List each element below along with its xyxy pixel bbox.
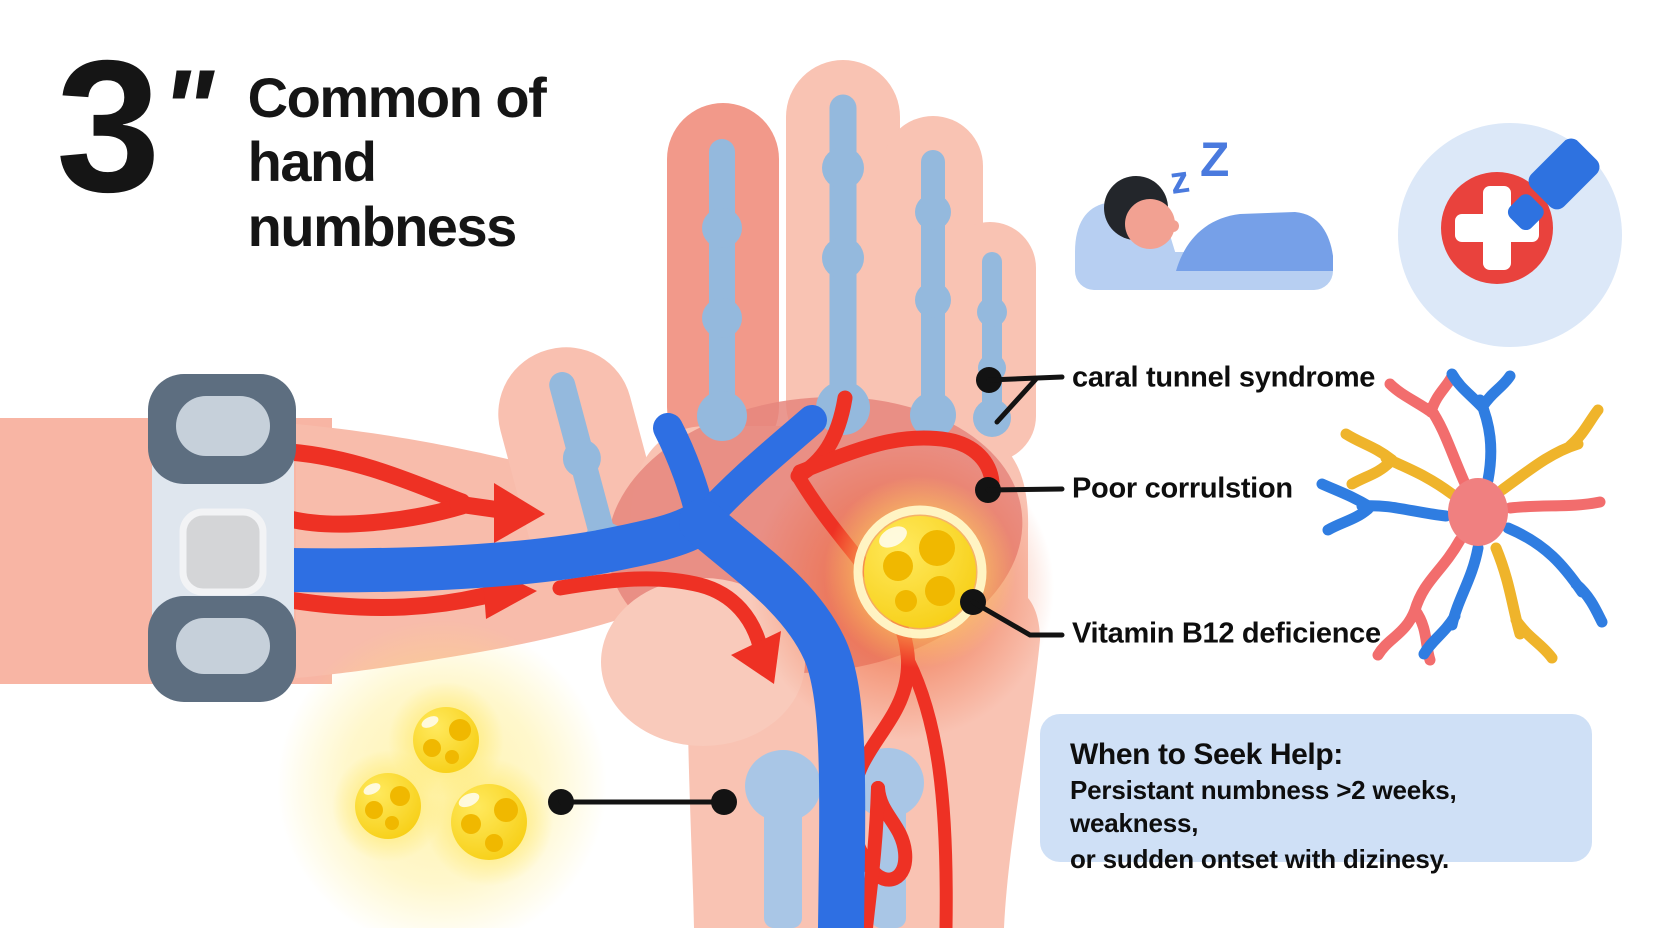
vein-vessels — [266, 405, 866, 928]
help-box: When to Seek Help: Persistant numbness >… — [1040, 714, 1592, 874]
sleeper-face — [1125, 199, 1175, 249]
callout-carpal-tunnel — [976, 367, 1065, 425]
b12-cells-small — [277, 620, 607, 928]
label-carpal-tunnel: caral tunnel syndrome — [1072, 361, 1376, 394]
page-title: Common of hand numbness — [247, 66, 547, 259]
bandage-icon — [1507, 138, 1600, 231]
sleeping-person-icon: z Z — [1075, 134, 1333, 290]
label-b12-deficiency: Vitamin B12 deficience — [1072, 617, 1381, 650]
help-box-title: When to Seek Help: — [1070, 738, 1343, 771]
wristband — [148, 374, 296, 702]
callout-b12-deficiency — [960, 589, 1065, 638]
title-line-1: Common of — [247, 66, 547, 129]
title-line-3: numbness — [247, 194, 518, 258]
sleep-z-small: z — [1167, 159, 1192, 203]
sleep-z-large: Z — [1200, 134, 1229, 187]
callout-lines — [548, 367, 1065, 815]
b12-cell-large — [824, 476, 1016, 668]
help-box-line-1: Persistant numbness >2 weeks, weakness, — [1070, 775, 1457, 839]
label-poor-circulation: Poor corrulstion — [1072, 472, 1293, 505]
help-box-line-2: or sudden ontset with dizinesy. — [1070, 843, 1450, 874]
callout-poor-circulation — [975, 477, 1065, 503]
nerve-branches-icon — [1316, 368, 1608, 666]
title-number: 3 — [56, 21, 161, 231]
nerve-cell-body — [1448, 478, 1508, 546]
title-line-2: hand — [247, 130, 377, 194]
title-block: 3 " Common of hand numbness — [56, 21, 547, 259]
wrist-bones — [745, 748, 924, 928]
callout-b12-cells — [548, 789, 737, 815]
medical-cross-icon — [1398, 123, 1622, 347]
title-quote-mark: " — [160, 47, 214, 172]
watch-face — [179, 508, 267, 596]
